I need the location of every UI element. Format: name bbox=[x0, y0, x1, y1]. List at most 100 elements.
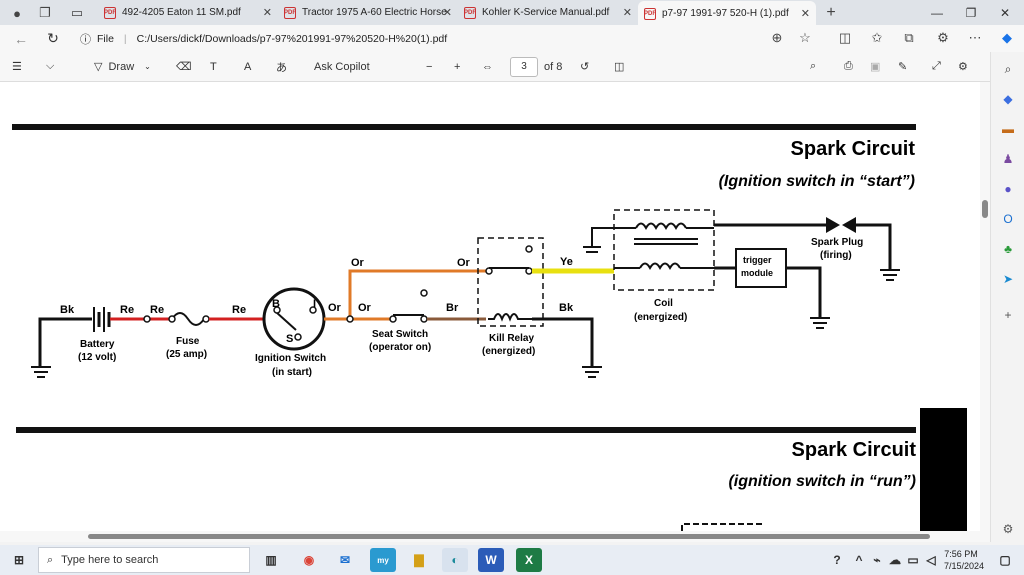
file-explorer-icon[interactable]: ▇ bbox=[414, 553, 424, 567]
zoom-out-icon[interactable]: − bbox=[426, 60, 433, 73]
restore-icon[interactable]: ❐ bbox=[965, 5, 977, 20]
seat-switch-symbol bbox=[389, 289, 428, 323]
horizontal-scrollbar[interactable] bbox=[0, 531, 990, 542]
refresh-icon[interactable]: ↻ bbox=[47, 30, 59, 46]
drop-icon[interactable]: ♣ bbox=[1004, 242, 1012, 256]
add-icon[interactable]: + bbox=[1004, 308, 1012, 322]
taskbar-search[interactable]: ⌕ Type here to search bbox=[38, 547, 250, 573]
collections-icon[interactable]: ⧉ bbox=[904, 30, 914, 45]
window-close-icon[interactable]: ✕ bbox=[999, 5, 1011, 20]
back-icon[interactable]: ← bbox=[14, 30, 28, 47]
ground-symbol bbox=[532, 317, 602, 378]
fullscreen-icon[interactable]: ⤢ bbox=[932, 60, 941, 72]
excel-icon[interactable]: X bbox=[516, 548, 542, 572]
connector bbox=[346, 315, 354, 323]
close-icon[interactable]: ✕ bbox=[262, 7, 272, 19]
edge-sidebar: ⌕ ◆ ▬ ♟ ● O ♣ ➤ + ⚙ bbox=[990, 52, 1024, 542]
ask-copilot-button[interactable]: Ask Copilot bbox=[310, 56, 374, 78]
pdf-icon: PDF bbox=[644, 7, 656, 20]
favorite-star-icon[interactable]: ☆ bbox=[799, 30, 811, 45]
page-number-input[interactable]: 3 bbox=[510, 56, 538, 77]
battery-icon[interactable]: ▭ bbox=[907, 553, 919, 567]
edge-icon[interactable]: ◐ bbox=[442, 548, 468, 572]
help-icon[interactable]: ? bbox=[833, 553, 841, 567]
url-field[interactable]: ⓘ File | C:/Users/dickf/Downloads/p7-97%… bbox=[80, 28, 820, 49]
tab-kohler[interactable]: PDF Kohler K-Service Manual.pdf ✕ bbox=[458, 0, 638, 25]
scroll-thumb[interactable] bbox=[982, 200, 988, 218]
outlook-icon[interactable]: O bbox=[1003, 212, 1013, 226]
close-icon[interactable]: ✕ bbox=[622, 7, 632, 19]
scroll-thumb[interactable] bbox=[88, 534, 930, 539]
search-icon[interactable]: ⌕ bbox=[1004, 61, 1012, 76]
zoom-icon[interactable]: ⊕ bbox=[771, 30, 783, 45]
seat-switch-sub-label: (operator on) bbox=[369, 342, 431, 353]
tab-title: Kohler K-Service Manual.pdf bbox=[482, 7, 610, 18]
save-icon[interactable]: ▣ bbox=[870, 61, 881, 73]
url-text: C:/Users/dickf/Downloads/p7-97%201991-97… bbox=[136, 32, 448, 45]
tab-title: 492-4205 Eaton 11 SM.pdf bbox=[122, 7, 241, 18]
contents-icon[interactable]: ☰ bbox=[12, 61, 22, 73]
pdf-toolbar: ☰ ⌵ ▽Draw⌄ ⌫ T A あ Ask Copilot − + ⇔ 3 o… bbox=[0, 52, 990, 82]
more-icon[interactable]: ⋯ bbox=[968, 30, 982, 45]
wire-label-re: Re bbox=[232, 304, 246, 316]
ground-symbol bbox=[786, 266, 830, 329]
sidebar-settings-icon[interactable]: ⚙ bbox=[1002, 522, 1014, 536]
fit-page-icon[interactable]: ⇔ bbox=[482, 60, 493, 73]
highlight-icon[interactable]: ⌵ bbox=[46, 60, 55, 72]
tab-eaton[interactable]: PDF 492-4205 Eaton 11 SM.pdf ✕ bbox=[98, 0, 278, 25]
profile-icon[interactable]: ● bbox=[13, 5, 21, 21]
coil-sub-label: (energized) bbox=[634, 312, 687, 323]
onedrive-icon[interactable]: ☁ bbox=[889, 553, 901, 567]
shopping-icon[interactable]: ◆ bbox=[1003, 92, 1013, 106]
page-view-icon[interactable]: ◫ bbox=[614, 61, 625, 73]
ground-symbol bbox=[856, 223, 900, 281]
draw-button[interactable]: ▽Draw⌄ bbox=[90, 56, 155, 78]
kill-relay-sub-label: (energized) bbox=[482, 346, 535, 357]
extensions-icon[interactable]: ⚙ bbox=[937, 30, 949, 45]
tools-icon[interactable]: ▬ bbox=[1002, 122, 1014, 136]
save-as-icon[interactable]: ✎ bbox=[898, 61, 908, 73]
chrome-icon[interactable]: ◉ bbox=[303, 553, 315, 567]
tab-p7-97[interactable]: PDF p7-97 1991-97 520-H (1).pdf ✕ bbox=[638, 1, 816, 26]
tab-tractor[interactable]: PDF Tractor 1975 A-60 Electric Horse ✕ bbox=[278, 0, 458, 25]
games-icon[interactable]: ♟ bbox=[1002, 152, 1014, 166]
split-screen-icon[interactable]: ◫ bbox=[838, 30, 852, 45]
workspaces-icon[interactable]: ❐ bbox=[39, 5, 51, 20]
tab-actions-icon[interactable]: ▭ bbox=[70, 5, 84, 20]
wiring-diagram: Spark Circuit (Ignition switch in “start… bbox=[12, 124, 967, 531]
start-icon[interactable]: ⊞ bbox=[13, 553, 25, 567]
wire-orange bbox=[324, 269, 486, 321]
settings-icon[interactable]: ⚙ bbox=[958, 61, 968, 73]
fuse-symbol bbox=[171, 312, 205, 326]
rotate-icon[interactable]: ↺ bbox=[580, 61, 590, 73]
search-icon[interactable]: ⌕ bbox=[810, 60, 817, 72]
ignition-switch-label: Ignition Switch bbox=[255, 353, 326, 364]
mylio-icon[interactable]: my bbox=[370, 548, 396, 572]
read-aloud-icon[interactable]: A bbox=[244, 60, 252, 73]
new-tab-icon[interactable]: + bbox=[826, 4, 836, 21]
minimize-icon[interactable]: — bbox=[931, 5, 943, 20]
clock[interactable]: 7:56 PM 7/15/2024 bbox=[944, 548, 984, 572]
send-icon[interactable]: ➤ bbox=[1002, 272, 1014, 286]
erase-icon[interactable]: ⌫ bbox=[176, 61, 192, 73]
close-icon[interactable]: ✕ bbox=[442, 7, 452, 19]
close-icon[interactable]: ✕ bbox=[800, 8, 810, 20]
ignition-switch-symbol bbox=[262, 287, 326, 351]
favorites-icon[interactable]: ✩ bbox=[871, 30, 883, 45]
notifications-icon[interactable]: ▢ bbox=[999, 553, 1011, 567]
word-icon[interactable]: W bbox=[478, 548, 504, 572]
office-icon[interactable]: ● bbox=[1004, 182, 1012, 196]
zoom-in-icon[interactable]: + bbox=[454, 60, 461, 73]
address-bar: ← ↻ ⓘ File | C:/Users/dickf/Downloads/p7… bbox=[0, 25, 1024, 52]
text-icon[interactable]: T bbox=[210, 60, 217, 73]
mail-icon[interactable]: ✉ bbox=[339, 553, 351, 567]
vertical-scrollbar[interactable] bbox=[980, 82, 990, 531]
translate-icon[interactable]: あ bbox=[276, 61, 287, 74]
network-icon[interactable]: ⌁ bbox=[873, 553, 881, 567]
task-view-icon[interactable]: ▥ bbox=[265, 553, 277, 567]
print-icon[interactable]: ⎙ bbox=[844, 60, 853, 72]
page-number-field[interactable]: 3 bbox=[506, 56, 542, 78]
copilot-icon[interactable]: ◆ bbox=[1002, 30, 1012, 45]
chevron-up-icon[interactable]: ^ bbox=[855, 553, 863, 567]
volume-icon[interactable]: ◁ bbox=[926, 553, 936, 567]
